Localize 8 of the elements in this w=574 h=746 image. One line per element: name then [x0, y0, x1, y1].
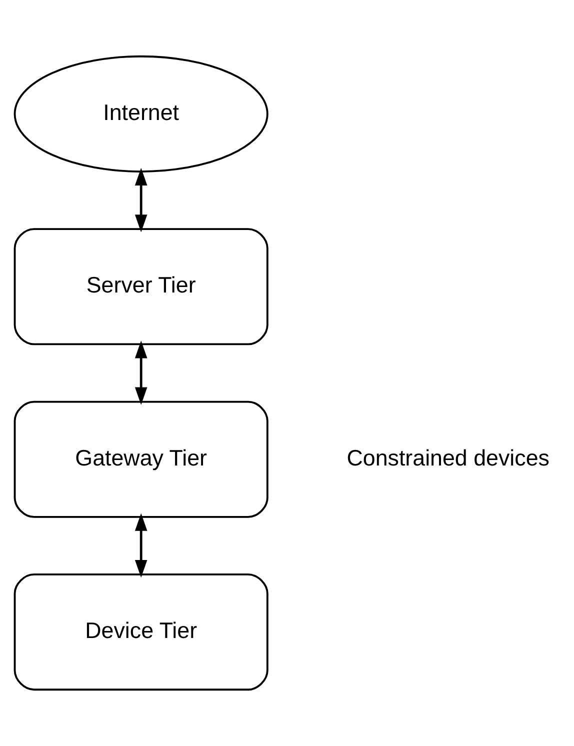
arrow: [134, 168, 148, 232]
node-box: Device Tier: [14, 574, 268, 691]
node-box: Server Tier: [14, 228, 268, 346]
arrow: [134, 513, 148, 578]
node-box: Gateway Tier: [14, 400, 268, 518]
label: Constrained devices: [346, 445, 550, 470]
arrow: [134, 340, 148, 405]
node-ellipse: Internet: [14, 55, 268, 172]
